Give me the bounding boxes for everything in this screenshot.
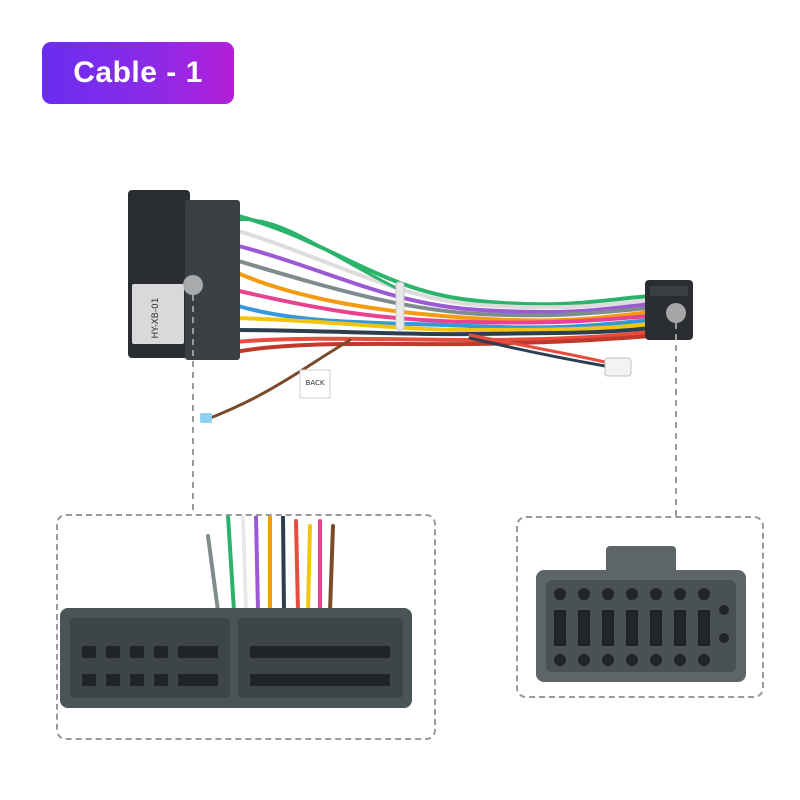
badge-label: Cable - 1 [73, 56, 203, 89]
wire-bundle [203, 213, 652, 422]
title-badge: Cable - 1 [42, 42, 234, 104]
main-connector-closeup-image [60, 516, 412, 708]
wire-tag: BACK [299, 369, 331, 399]
wire-end-cap [200, 413, 212, 423]
zip-tie [395, 281, 405, 331]
main-connector-closeup [56, 514, 436, 740]
main-connector: HY-XB-01 [128, 190, 240, 360]
tag-label: BACK [306, 379, 325, 387]
connector-label: HY-XB-01 [151, 297, 161, 338]
white-plug [604, 357, 632, 377]
small-connector-closeup-image [536, 546, 746, 682]
small-connector-closeup [516, 516, 764, 698]
small-connector [645, 280, 693, 340]
